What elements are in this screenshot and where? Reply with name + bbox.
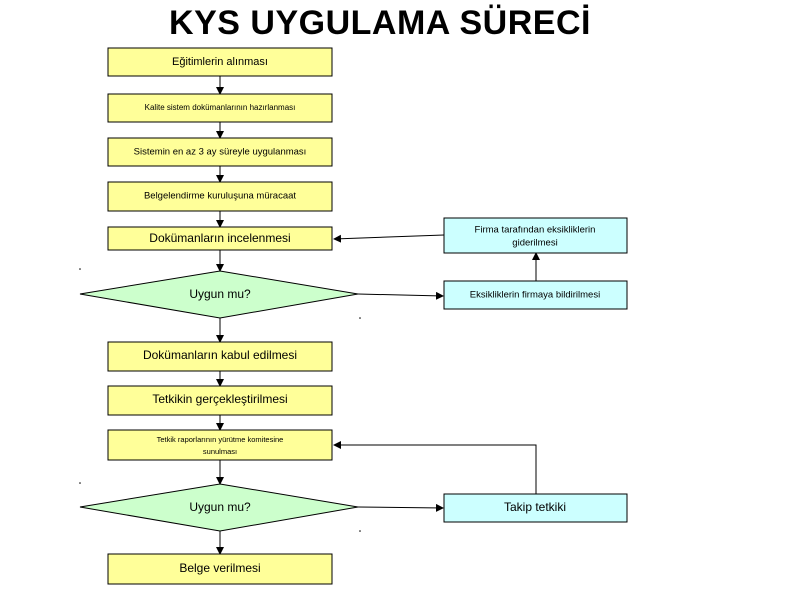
node-rapor-label-line2: sunulması xyxy=(203,447,237,456)
node-inceleme: Dokümanların incelenmesi xyxy=(107,226,333,251)
edge-takip-rapor xyxy=(333,441,537,494)
node-firma-label-line2: giderilmesi xyxy=(512,238,557,249)
decision-uygun2: Uygun mu? xyxy=(79,483,359,532)
node-kalite-label: Kalite sistem dokümanlarının hazırlanmas… xyxy=(145,103,296,112)
node-inceleme-label: Dokümanların incelenmesi xyxy=(149,231,290,245)
stray-dot xyxy=(359,530,361,532)
node-belge-label: Belge verilmesi xyxy=(179,561,260,575)
node-takip: Takip tetkiki xyxy=(443,493,628,523)
node-tetkik-label: Tetkikin gerçekleştirilmesi xyxy=(152,392,287,406)
node-muracaat-label: Belgelendirme kuruluşuna müracaat xyxy=(144,191,296,202)
node-kabul: Dokümanların kabul edilmesi xyxy=(107,341,333,372)
node-rapor-label-line1: Tetkik raporlarının yürütme komitesine xyxy=(157,435,284,444)
node-kabul-label: Dokümanların kabul edilmesi xyxy=(143,348,297,362)
node-firma: Firma tarafından eksikliklerin giderilme… xyxy=(443,217,628,254)
decision-uygun2-label: Uygun mu? xyxy=(189,500,251,514)
stray-dot xyxy=(79,268,81,270)
decision-uygun1-label: Uygun mu? xyxy=(189,287,251,301)
node-takip-label: Takip tetkiki xyxy=(504,500,566,514)
stray-dot xyxy=(359,317,361,319)
node-belge: Belge verilmesi xyxy=(107,553,333,585)
node-egitim: Eğitimlerin alınması xyxy=(107,47,333,77)
page-title: KYS UYGULAMA SÜRECİ xyxy=(169,4,591,42)
node-rapor: Tetkik raporlarının yürütme komitesine s… xyxy=(107,429,333,461)
node-tetkik: Tetkikin gerçekleştirilmesi xyxy=(107,385,333,416)
edge-firma-inceleme xyxy=(333,234,445,243)
stray-dot xyxy=(79,482,81,484)
decision-uygun1: Uygun mu? xyxy=(79,270,359,319)
node-eksik-bildirim: Eksikliklerin firmaya bildirilmesi xyxy=(443,280,628,310)
node-eksik-bildirim-label: Eksikliklerin firmaya bildirilmesi xyxy=(470,290,600,301)
node-kalite: Kalite sistem dokümanlarının hazırlanmas… xyxy=(107,93,333,123)
edge-uygun2-takip xyxy=(357,503,444,512)
edge-uygun1-eksik xyxy=(357,291,444,300)
node-egitim-label: Eğitimlerin alınması xyxy=(172,56,268,68)
node-firma-label-line1: Firma tarafından eksikliklerin xyxy=(475,225,596,236)
node-uygulama-label: Sistemin en az 3 ay süreyle uygulanması xyxy=(134,147,307,158)
node-muracaat: Belgelendirme kuruluşuna müracaat xyxy=(107,181,333,212)
node-uygulama: Sistemin en az 3 ay süreyle uygulanması xyxy=(107,137,333,167)
